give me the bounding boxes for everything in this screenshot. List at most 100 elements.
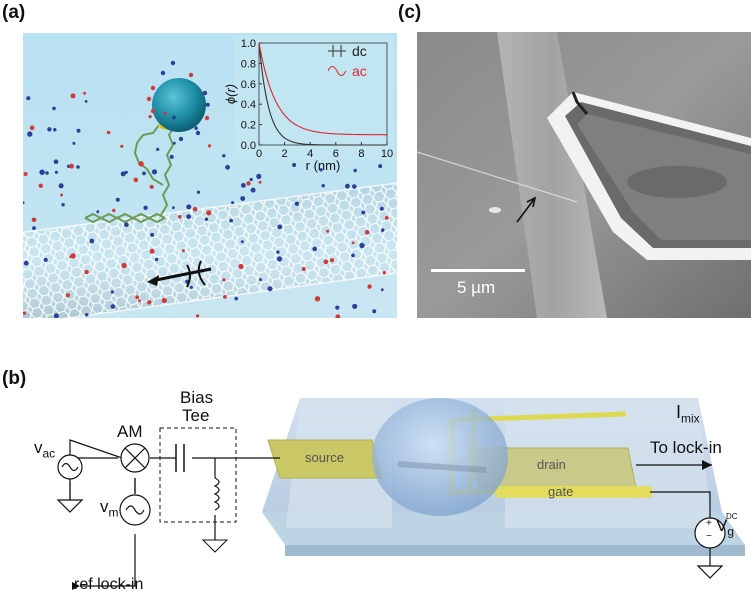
ion-dot — [147, 300, 152, 305]
ion-dot — [178, 136, 184, 142]
ion-dot — [292, 163, 297, 167]
ion-dot — [382, 271, 386, 275]
ion-dot — [169, 154, 174, 159]
ion-dot — [23, 260, 29, 266]
gate-label: gate — [548, 484, 574, 499]
vm-label: vm — [100, 497, 119, 519]
ion-dot — [151, 169, 158, 175]
ion-dot — [267, 286, 273, 292]
ion-dot — [256, 173, 262, 179]
ion-dot — [335, 314, 341, 318]
ion-dot — [43, 257, 48, 262]
imix-base: I — [676, 402, 682, 422]
nanoparticle — [152, 78, 206, 132]
ion-dot — [124, 170, 128, 174]
inductor-icon — [213, 477, 220, 511]
ion-dot — [352, 303, 358, 309]
ion-dot — [250, 187, 256, 193]
ion-dot — [277, 224, 283, 230]
sem-micrograph — [417, 32, 751, 318]
ion-dot — [207, 144, 212, 148]
vac-label: vac — [34, 438, 55, 460]
ion-dot — [161, 297, 167, 304]
panel-b-label: (b) — [2, 368, 27, 389]
ion-dot — [38, 183, 43, 188]
imix-label: Imix — [676, 402, 700, 426]
ion-dot — [238, 263, 244, 270]
ion-dot — [321, 184, 325, 188]
device-chip — [262, 398, 745, 556]
ion-dot — [172, 115, 176, 120]
ion-dot — [294, 201, 300, 206]
arrow-icon — [516, 196, 537, 223]
ion-dot — [223, 295, 227, 299]
ion-dot — [23, 172, 28, 176]
ion-dot — [84, 269, 89, 275]
ion-dot — [205, 102, 210, 107]
ion-dot — [53, 128, 57, 132]
ion-dot — [121, 262, 127, 269]
ion-dot — [194, 126, 198, 130]
gate-electrode — [449, 409, 650, 495]
x-tick-label: 8 — [358, 148, 364, 160]
ion-dot — [234, 296, 238, 301]
ion-dot — [231, 201, 235, 205]
ion-dot — [143, 205, 148, 210]
y-tick-label: 0.0 — [241, 140, 256, 152]
ion-dot — [229, 218, 234, 223]
vg-base: V — [716, 516, 728, 535]
ion-dot — [351, 241, 355, 245]
ion-dot — [353, 168, 357, 173]
ion-dot — [258, 180, 262, 184]
ion-dot — [149, 248, 155, 254]
ion-dot — [53, 159, 59, 164]
ion-dot — [241, 183, 246, 188]
ion-dot — [319, 168, 323, 172]
ion-dot — [32, 226, 36, 231]
ion-dot — [345, 183, 350, 189]
panel-c-label: (c) — [398, 2, 422, 23]
am-mixer-icon — [120, 443, 150, 473]
capacitor-icon — [175, 444, 185, 472]
legend-ac-icon — [327, 66, 347, 76]
ion-dot — [72, 141, 76, 145]
ion-dot — [246, 181, 251, 186]
ion-dot — [222, 278, 226, 282]
panel-a-label: (a) — [2, 2, 26, 23]
electrode-stripe — [497, 32, 607, 318]
ion-dot — [115, 197, 120, 202]
bias-tee-label-1: Bias — [180, 388, 214, 407]
ion-dot — [380, 288, 384, 292]
ion-dot — [89, 238, 95, 244]
ion-dot — [314, 296, 321, 302]
ion-dot — [178, 215, 182, 219]
scale-bar — [431, 269, 525, 272]
ion-dot — [110, 304, 116, 309]
ion-dot — [172, 206, 175, 210]
ion-dot — [206, 210, 212, 216]
ion-dot — [150, 108, 156, 114]
ion-dot — [138, 161, 144, 167]
ion-dot — [181, 249, 185, 253]
ion-dot — [312, 246, 318, 252]
ion-dot — [142, 171, 146, 176]
ion-dot — [173, 141, 176, 145]
legend-dc-label: dc — [352, 43, 367, 59]
drain-label: drain — [537, 457, 566, 472]
x-tick-label: 2 — [282, 148, 288, 160]
dc-curve — [258, 42, 387, 146]
spin-arrow-icon — [147, 260, 212, 288]
x-tick-label: 0 — [256, 148, 262, 160]
vg-sup: DC — [726, 512, 738, 522]
vg-plus: + — [706, 518, 712, 529]
ion-dot — [53, 313, 59, 318]
ion-dot — [204, 115, 210, 121]
ion-dot — [66, 293, 70, 298]
ion-dot — [192, 206, 198, 212]
ion-dot — [186, 204, 192, 210]
ion-dot — [124, 222, 129, 227]
ion-dot — [70, 253, 76, 259]
ion-dot — [23, 201, 25, 204]
ion-dot — [196, 190, 201, 194]
